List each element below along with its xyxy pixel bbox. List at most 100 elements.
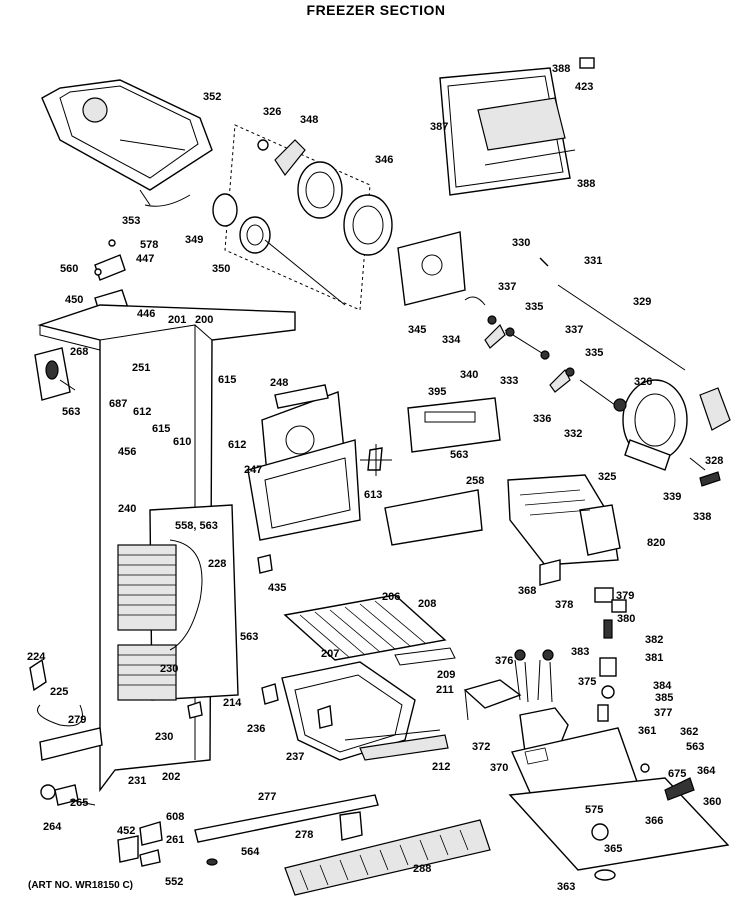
part-number-label: 610 xyxy=(173,436,191,448)
part-number-label: 575 xyxy=(585,804,603,816)
part-number-label: 563 xyxy=(686,741,704,753)
part-number-label: 388 xyxy=(577,178,595,190)
part-number-label: 615 xyxy=(152,423,170,435)
part-number-label: 231 xyxy=(128,775,146,787)
part-number-label: 228 xyxy=(208,558,226,570)
part-number-label: 687 xyxy=(109,398,127,410)
part-number-label: 225 xyxy=(50,686,68,698)
part-number-label: 377 xyxy=(654,707,672,719)
part-number-label: 387 xyxy=(430,121,448,133)
part-number-label: 435 xyxy=(268,582,286,594)
part-number-label: 337 xyxy=(565,324,583,336)
part-number-label: 332 xyxy=(564,428,582,440)
basket-part xyxy=(281,661,449,761)
small-hardware-part xyxy=(187,554,333,729)
light-socket-part xyxy=(34,347,76,401)
part-number-label: 209 xyxy=(437,669,455,681)
part-number-label: 334 xyxy=(442,334,461,346)
part-number-label: 563 xyxy=(62,406,80,418)
part-number-label: 279 xyxy=(68,714,86,726)
part-number-label: 349 xyxy=(185,234,203,246)
part-number-label: 381 xyxy=(645,652,663,664)
part-number-label: 366 xyxy=(645,815,663,827)
shelf-part xyxy=(283,594,456,666)
part-number-label: 350 xyxy=(212,263,230,275)
part-number-label: 360 xyxy=(703,796,721,808)
part-number-label: 268 xyxy=(70,346,88,358)
part-number-label: 450 xyxy=(65,294,83,306)
part-number-label: 264 xyxy=(43,821,62,833)
wiring-part xyxy=(514,649,554,703)
rail-part xyxy=(29,658,103,806)
machine-compartment-part xyxy=(508,727,730,881)
control-panel-part xyxy=(407,397,501,453)
part-number-label: 452 xyxy=(117,825,135,837)
ice-bucket-part xyxy=(41,79,213,207)
part-number-label: 382 xyxy=(645,634,663,646)
part-number-label: 214 xyxy=(223,697,242,709)
part-number-label: 326 xyxy=(634,376,652,388)
part-number-label: 277 xyxy=(258,791,276,803)
part-number-label: 362 xyxy=(680,726,698,738)
part-number-label: 247 xyxy=(244,464,262,476)
part-number-label: 446 xyxy=(137,308,155,320)
part-number-label: 211 xyxy=(436,684,454,696)
ice-maker-part xyxy=(507,474,621,586)
part-number-label: 563 xyxy=(240,631,258,643)
part-number-label: 201 xyxy=(168,314,186,326)
part-number-label: 335 xyxy=(525,301,543,313)
part-number-label: 340 xyxy=(460,369,478,381)
callout-labels: 3523263483463873884233883533493505784475… xyxy=(27,63,723,893)
part-number-label: 361 xyxy=(638,725,656,737)
part-number-label: 563 xyxy=(450,449,468,461)
part-number-label: 265 xyxy=(70,797,88,809)
part-number-label: 258 xyxy=(466,475,484,487)
fan-bracket-part xyxy=(247,384,361,541)
part-number-label: 337 xyxy=(498,281,516,293)
part-number-label: 578 xyxy=(140,239,158,251)
part-number-label: 353 xyxy=(122,215,140,227)
part-number-label: 378 xyxy=(555,599,573,611)
part-number-label: 365 xyxy=(604,843,622,855)
diagram-title: FREEZER SECTION xyxy=(306,2,446,18)
part-number-label: 336 xyxy=(533,413,551,425)
part-number-label: 615 xyxy=(218,374,236,386)
part-number-label: 328 xyxy=(705,455,723,467)
part-number-label: 330 xyxy=(512,237,530,249)
part-number-label: 278 xyxy=(295,829,313,841)
evaporator-part xyxy=(117,504,239,701)
part-number-label: 363 xyxy=(557,881,575,893)
part-number-label: 240 xyxy=(118,503,136,515)
auger-motor-part xyxy=(613,379,731,487)
part-number-label: 612 xyxy=(228,439,246,451)
part-number-label: 202 xyxy=(162,771,180,783)
part-number-label: 383 xyxy=(571,646,589,658)
part-number-label: 612 xyxy=(133,406,151,418)
part-number-label: 339 xyxy=(663,491,681,503)
part-number-label: 261 xyxy=(166,834,184,846)
part-number-label: 206 xyxy=(382,591,400,603)
part-number-label: 447 xyxy=(136,253,154,265)
part-number-label: 385 xyxy=(655,692,673,704)
part-number-label: 564 xyxy=(241,846,260,858)
part-number-label: 364 xyxy=(697,765,716,777)
part-number-label: 613 xyxy=(364,489,382,501)
part-number-label: 230 xyxy=(155,731,173,743)
part-number-label: 237 xyxy=(286,751,304,763)
dispenser-door-part xyxy=(439,57,595,196)
part-number-label: 230 xyxy=(160,663,178,675)
part-number-label: 224 xyxy=(27,651,46,663)
part-number-label: 608 xyxy=(166,811,184,823)
part-number-label: 288 xyxy=(413,863,431,875)
art-number: (ART NO. WR18150 C) xyxy=(28,880,134,891)
part-number-label: 379 xyxy=(616,590,634,602)
part-number-label: 208 xyxy=(418,598,436,610)
relay-part xyxy=(519,707,569,753)
part-number-label: 384 xyxy=(653,680,672,692)
part-number-label: 552 xyxy=(165,876,183,888)
fan-blade-part xyxy=(360,444,392,476)
part-number-label: 675 xyxy=(668,768,686,780)
part-number-label: 375 xyxy=(578,676,596,688)
